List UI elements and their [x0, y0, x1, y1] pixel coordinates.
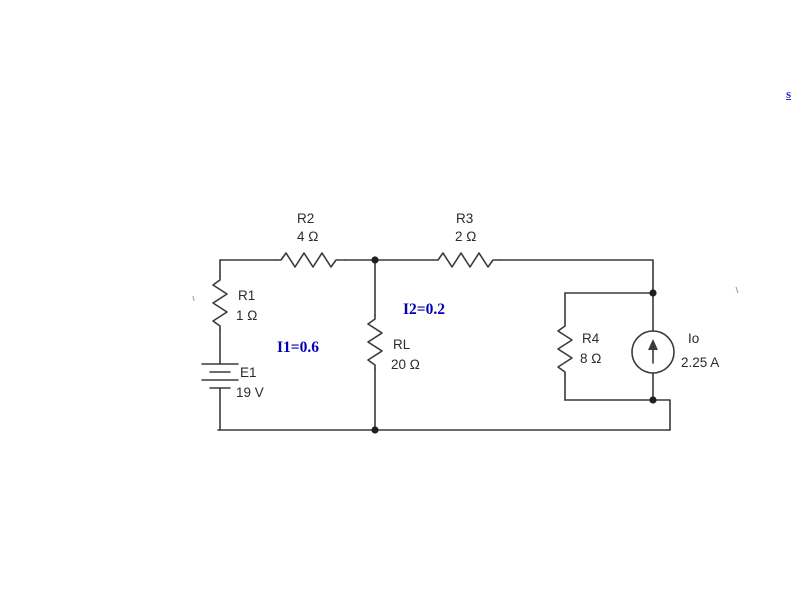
label-r2-name: R2: [297, 211, 314, 226]
label-r3-value: 2 Ω: [455, 229, 476, 244]
label-r3-name: R3: [456, 211, 473, 226]
label-r2-value: 4 Ω: [297, 229, 318, 244]
resistor-r2-symbol: [274, 252, 346, 268]
wire-top-right: [498, 259, 654, 294]
node-right-bottom: [649, 396, 657, 404]
label-rl-value: 20 Ω: [391, 357, 420, 372]
label-e1-name: E1: [240, 365, 257, 380]
annotation-i2: I2=0.2: [403, 301, 445, 318]
resistor-rl-symbol: [367, 314, 383, 370]
resistor-r4-symbol: [557, 321, 573, 377]
label-e1-value: 19 V: [236, 385, 264, 400]
edge-artifact-icon: s: [786, 86, 792, 101]
node-top-middle: [371, 256, 379, 264]
label-io-value: 2.25 A: [681, 355, 719, 370]
scan-speck-right: [735, 286, 739, 294]
current-source-arrow-head: [648, 339, 658, 350]
node-right-top: [649, 289, 657, 297]
label-io-name: Io: [688, 331, 699, 346]
wire-right-descent: [652, 399, 671, 431]
label-r4-value: 8 Ω: [580, 351, 601, 366]
label-r1-name: R1: [238, 288, 255, 303]
resistor-r3-symbol: [431, 252, 500, 268]
label-r1-value: 1 Ω: [236, 308, 257, 323]
annotation-i1: I1=0.6: [277, 339, 319, 356]
resistor-r1-symbol: [212, 275, 228, 331]
label-r4-name: R4: [582, 331, 600, 346]
scan-speck-left: [192, 295, 195, 302]
label-rl-name: RL: [393, 337, 411, 352]
node-bottom-middle: [371, 426, 379, 434]
